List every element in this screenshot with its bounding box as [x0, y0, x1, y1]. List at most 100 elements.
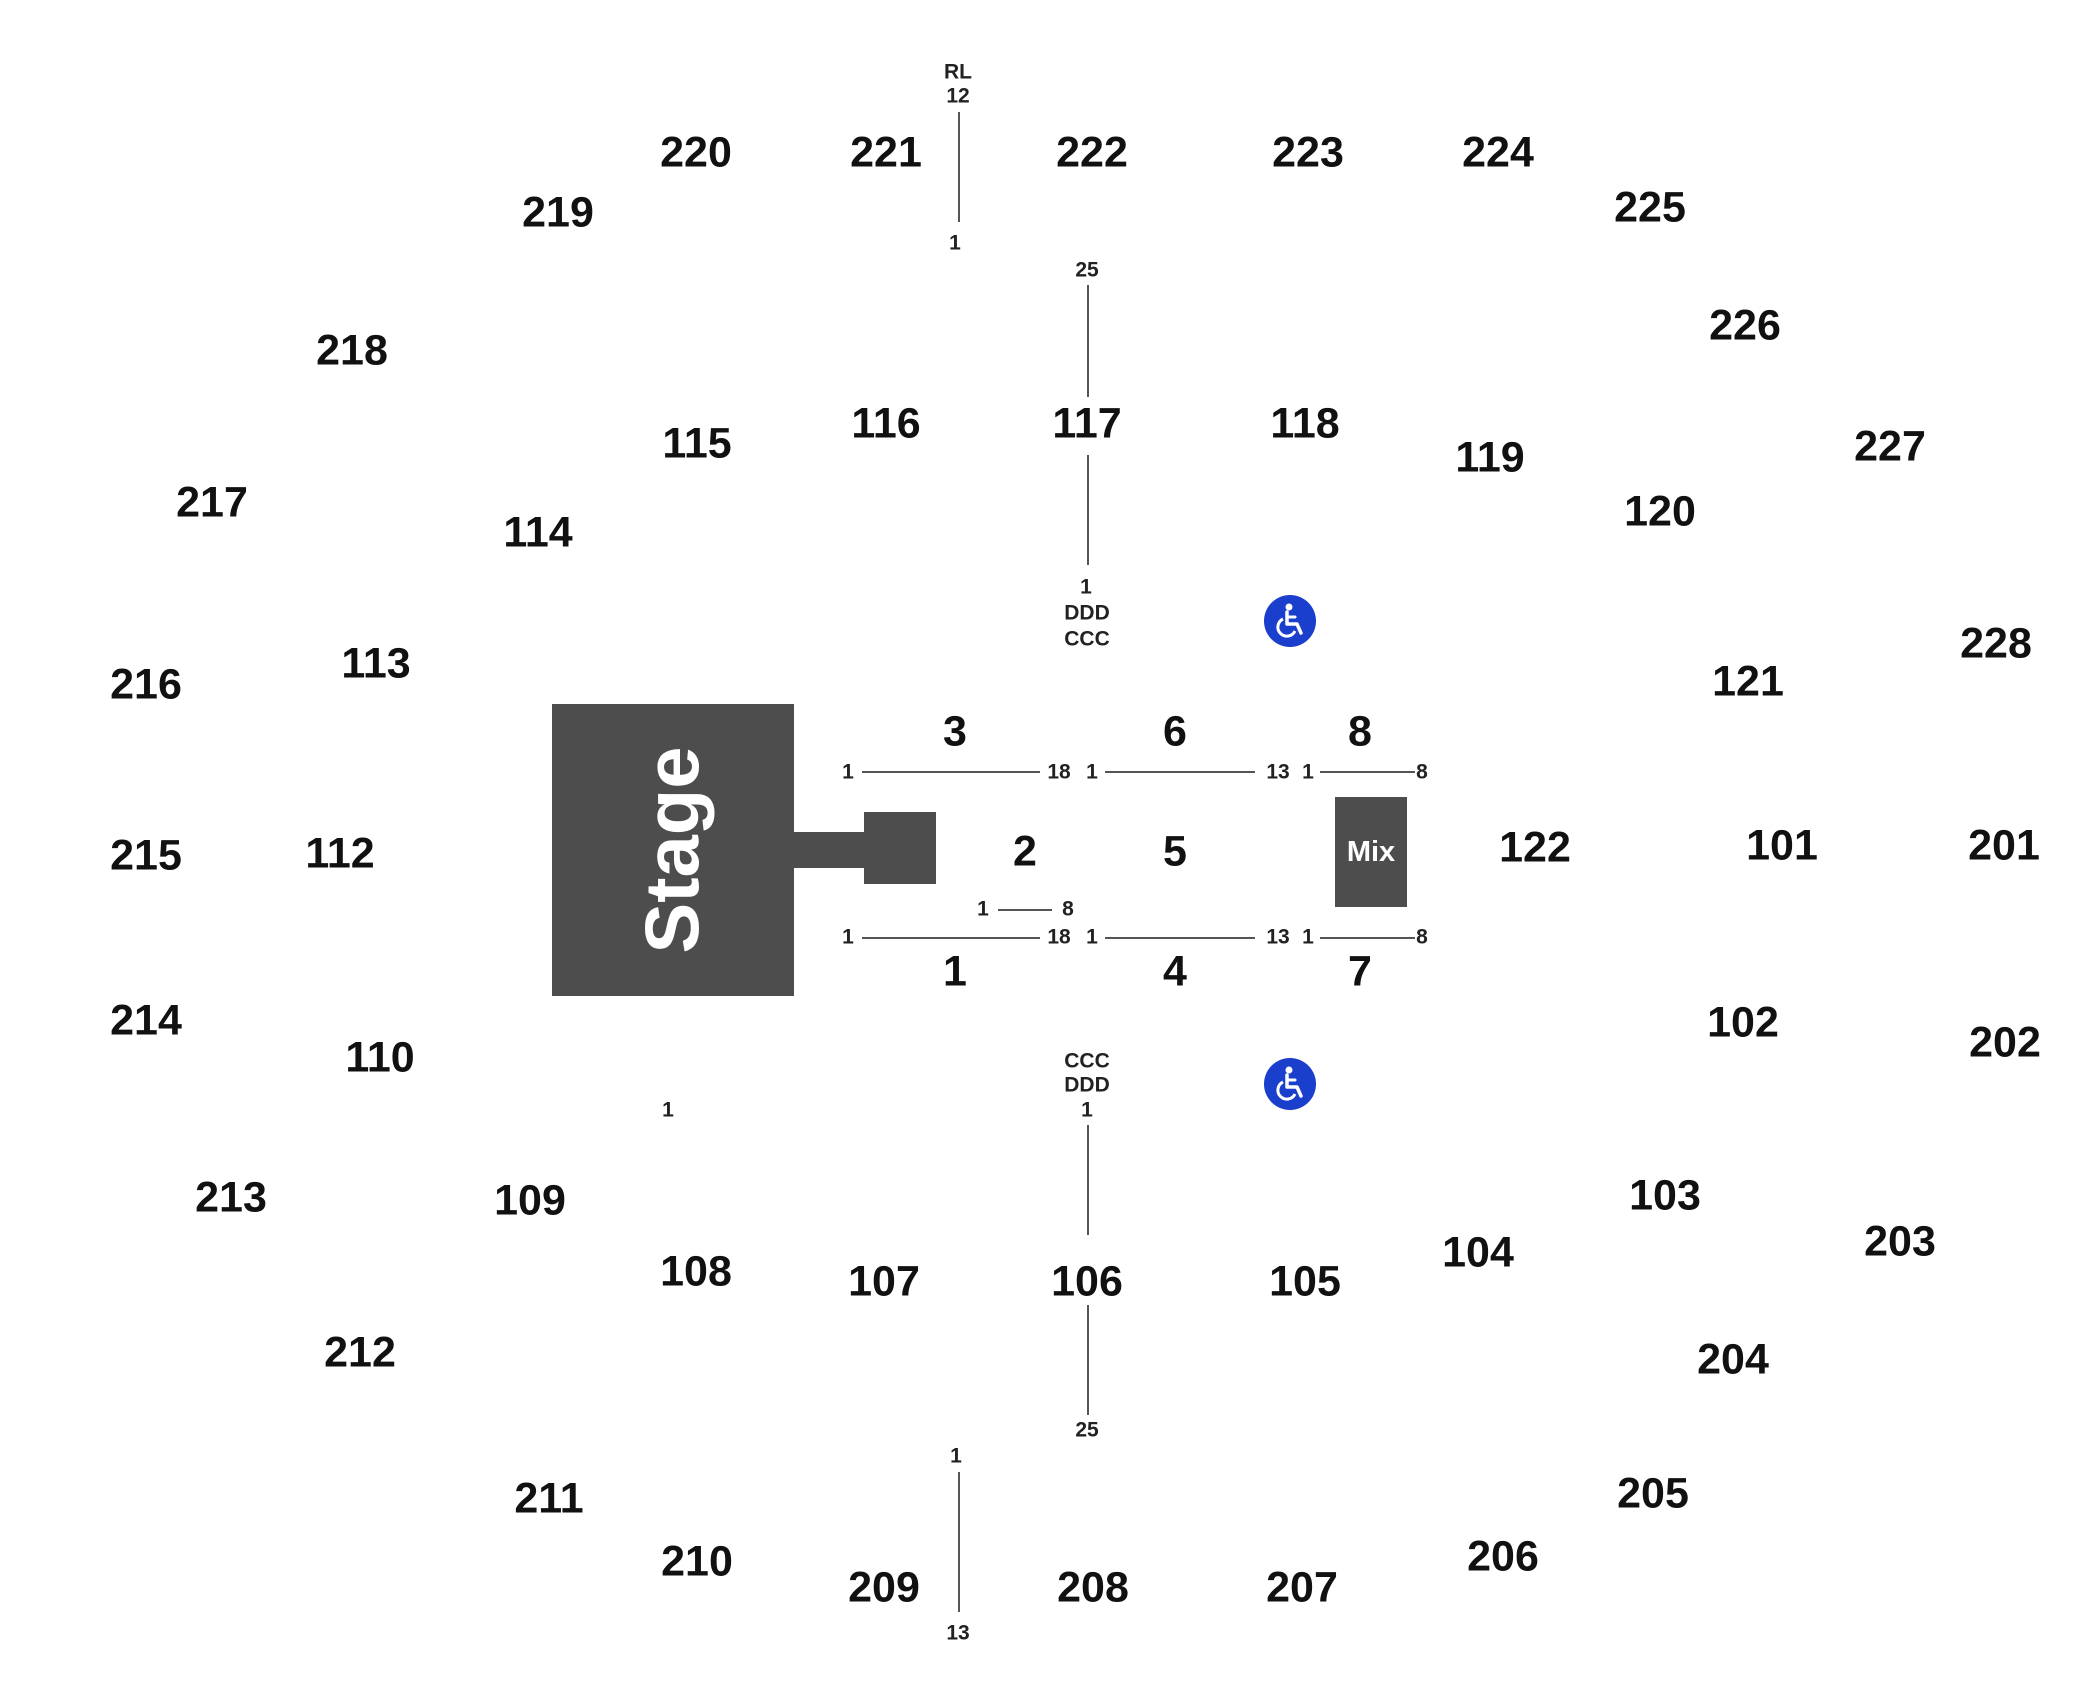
row-label: DDD [1064, 601, 1110, 625]
row-label: 1 [950, 1444, 962, 1468]
row-label: 1 [662, 1098, 674, 1122]
section-117[interactable]: 117 [1052, 399, 1122, 448]
row-label: 8 [1416, 925, 1428, 949]
row-label: DDD [1064, 1073, 1110, 1097]
row-label: 13 [1266, 925, 1290, 949]
row-line [862, 937, 1040, 939]
section-214[interactable]: 214 [110, 996, 182, 1045]
section-222[interactable]: 222 [1056, 128, 1128, 177]
floor-section-7[interactable]: 7 [1348, 947, 1372, 996]
row-label: 1 [1302, 925, 1314, 949]
row-label: 8 [1062, 897, 1074, 921]
section-120[interactable]: 120 [1624, 487, 1696, 536]
row-line [998, 909, 1052, 911]
row-label: 1 [1302, 760, 1314, 784]
section-104[interactable]: 104 [1442, 1228, 1514, 1277]
section-212[interactable]: 212 [324, 1328, 396, 1377]
section-219[interactable]: 219 [522, 188, 594, 237]
section-206[interactable]: 206 [1467, 1532, 1539, 1581]
section-209[interactable]: 209 [848, 1563, 920, 1612]
section-224[interactable]: 224 [1462, 128, 1534, 177]
section-112[interactable]: 112 [305, 829, 375, 878]
section-122[interactable]: 122 [1499, 823, 1571, 872]
section-116[interactable]: 116 [851, 399, 921, 448]
wheelchair-icon[interactable] [1264, 595, 1316, 647]
section-118[interactable]: 118 [1270, 399, 1340, 448]
row-label: CCC [1064, 1049, 1110, 1073]
section-201[interactable]: 201 [1968, 821, 2040, 870]
row-label: 1 [1086, 760, 1098, 784]
row-line [862, 771, 1040, 773]
row-line [1087, 1305, 1089, 1415]
stage: Stage [552, 704, 794, 996]
section-228[interactable]: 228 [1960, 619, 2032, 668]
row-line [958, 112, 960, 222]
section-102[interactable]: 102 [1707, 998, 1779, 1047]
section-106[interactable]: 106 [1051, 1257, 1123, 1306]
section-227[interactable]: 227 [1854, 422, 1926, 471]
section-110[interactable]: 110 [345, 1033, 415, 1082]
stage-label: Stage [630, 746, 716, 954]
row-label: 13 [946, 1621, 970, 1645]
row-label: 1 [842, 925, 854, 949]
floor-section-5[interactable]: 5 [1163, 827, 1187, 876]
section-216[interactable]: 216 [110, 660, 182, 709]
row-line [1087, 285, 1089, 397]
section-220[interactable]: 220 [660, 128, 732, 177]
section-115[interactable]: 115 [662, 419, 732, 468]
section-208[interactable]: 208 [1057, 1563, 1129, 1612]
floor-section-8[interactable]: 8 [1348, 707, 1372, 756]
row-label: 1 [1086, 925, 1098, 949]
floor-section-1[interactable]: 1 [943, 947, 967, 996]
floor-section-2[interactable]: 2 [1013, 827, 1037, 876]
row-line [1087, 455, 1089, 565]
wheelchair-icon[interactable] [1264, 1058, 1316, 1110]
row-label: RL [944, 60, 972, 84]
stage-runway [794, 832, 864, 868]
section-204[interactable]: 204 [1697, 1335, 1769, 1384]
section-103[interactable]: 103 [1629, 1171, 1701, 1220]
floor-section-4[interactable]: 4 [1163, 947, 1187, 996]
section-108[interactable]: 108 [660, 1247, 732, 1296]
floor-section-3[interactable]: 3 [943, 707, 967, 756]
section-215[interactable]: 215 [110, 831, 182, 880]
row-label: 1 [977, 897, 989, 921]
section-121[interactable]: 121 [1712, 657, 1784, 706]
row-label: CCC [1064, 627, 1110, 651]
section-225[interactable]: 225 [1614, 183, 1686, 232]
section-114[interactable]: 114 [503, 508, 573, 557]
floor-section-6[interactable]: 6 [1163, 707, 1187, 756]
section-213[interactable]: 213 [195, 1173, 267, 1222]
section-221[interactable]: 221 [850, 128, 922, 177]
row-label: 1 [1081, 1098, 1093, 1122]
section-226[interactable]: 226 [1709, 301, 1781, 350]
row-label: 18 [1047, 925, 1071, 949]
wheelchair-icon-graphic [1264, 1058, 1316, 1110]
row-line [1105, 937, 1255, 939]
row-line [958, 1472, 960, 1612]
section-223[interactable]: 223 [1272, 128, 1344, 177]
section-217[interactable]: 217 [176, 478, 248, 527]
section-203[interactable]: 203 [1864, 1217, 1936, 1266]
row-line [1105, 771, 1255, 773]
row-line [1320, 771, 1415, 773]
row-label: 18 [1047, 760, 1071, 784]
section-218[interactable]: 218 [316, 326, 388, 375]
mix-position: Mix [1335, 797, 1407, 907]
section-202[interactable]: 202 [1969, 1018, 2041, 1067]
section-207[interactable]: 207 [1266, 1563, 1338, 1612]
row-line [1320, 937, 1415, 939]
section-105[interactable]: 105 [1269, 1257, 1341, 1306]
section-119[interactable]: 119 [1455, 433, 1525, 482]
section-205[interactable]: 205 [1617, 1469, 1689, 1518]
section-113[interactable]: 113 [341, 639, 411, 688]
section-211[interactable]: 211 [514, 1474, 584, 1523]
row-label: 1 [949, 231, 961, 255]
section-101[interactable]: 101 [1746, 821, 1818, 870]
row-label: 1 [842, 760, 854, 784]
section-210[interactable]: 210 [661, 1537, 733, 1586]
section-107[interactable]: 107 [848, 1257, 920, 1306]
section-109[interactable]: 109 [494, 1176, 566, 1225]
row-label: 1 [1080, 575, 1092, 599]
